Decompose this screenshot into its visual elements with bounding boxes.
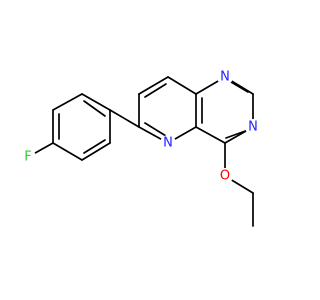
bond-n1-c2-inner (230, 81, 249, 93)
atom-n5-label: N (163, 136, 173, 151)
bond-c2p-c3p (52, 93, 83, 111)
atom-n3-bg (245, 119, 261, 135)
bond-c4-c4a (195, 126, 226, 144)
bond-c1p-c2p (81, 93, 111, 111)
atom-n1-bg (217, 69, 233, 85)
atom-o-label: O (220, 169, 230, 184)
atom-o-bg (217, 168, 233, 184)
atom-n1-label: N (220, 70, 230, 85)
bond-c5p-c6p-inner (83, 139, 106, 154)
bond-c6-c1prime (109, 109, 140, 128)
bond-c8a-c8 (167, 76, 197, 95)
atom-n3-label: N (248, 120, 258, 135)
atom-f-bg (20, 149, 36, 165)
bond-c8-c7 (138, 76, 169, 95)
molecule-drawing: N N N O F (20, 69, 261, 227)
bond-n3-c4-inner (225, 129, 249, 139)
structure-canvas: N N N O F (20, 69, 261, 227)
atom-f-label: F (24, 150, 31, 165)
atom-n5-bg (160, 135, 176, 151)
bond-c1p-c2p-inner (83, 100, 106, 117)
bond-c4p-c5p (52, 142, 83, 161)
bond-c5p-c6p (81, 142, 111, 161)
bond-c8-c7-inner (144, 83, 167, 98)
bond-c6-n5-inner (144, 122, 167, 137)
